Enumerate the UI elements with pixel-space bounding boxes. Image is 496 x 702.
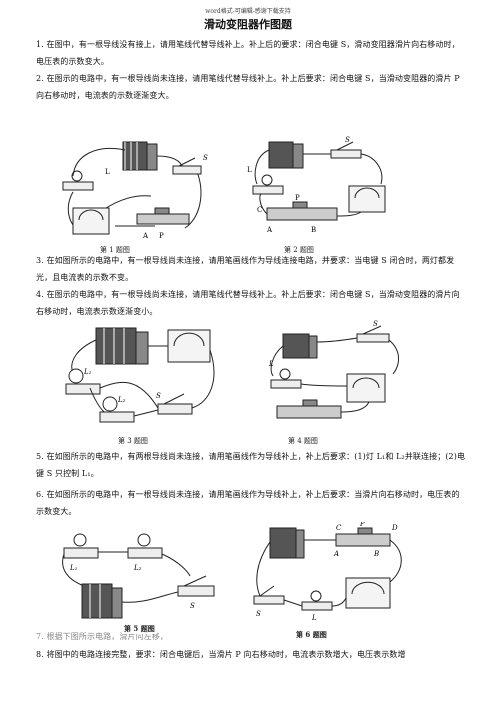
label-S6: S [256,610,261,618]
question-1: 1. 在图中，有一根导线没有接上，请用笔线代替导线补上。补上后的要求：闭合电键 … [36,40,460,66]
label-L: L [105,168,110,176]
figure-5: L₁ L₂ S [60,526,220,626]
question-6: 6. 在如图所示的电路中，有一根导线尚未连接，请用笔画线作为导线补上，补上后要求… [36,490,460,516]
figure-2: L S C P A B [247,136,395,234]
label-A6: A [333,550,339,558]
label-L6: L [311,614,317,622]
label-B6: B [373,550,379,558]
label-L4: L [268,360,274,368]
label-S4: S [373,320,378,328]
caption-6: 第 6 题图 [296,630,327,639]
label-S2: S [345,136,350,144]
figure-1: L S A P [55,136,208,240]
question-7: 7. 根据下图所示电路，滑片向左移， [36,632,168,641]
label-B2: B [311,226,316,234]
caption-1: 第 1 题图 [100,246,130,254]
page-title: 滑动变阻器作图题 [204,18,292,31]
label-P6: P [359,522,365,528]
question-2: 2. 在图示的电路中，有一根导线尚未连接，请用笔线代替导线补上。补上后要求：闭合… [36,74,460,100]
label-L1: L₁ [83,368,92,376]
label-L1-5: L₁ [69,564,78,572]
label-S: S [203,154,208,162]
label-A2: A [266,226,273,234]
label-P: P [159,232,164,240]
label-C2: C [257,206,262,214]
question-5: 5. 在如图所示的电路中，有两根导线尚未连接，请用笔画线作为导线补上，补上后要求… [36,452,466,478]
label-L2-5: L₂ [133,564,142,572]
label-A: A [142,232,149,240]
caption-3: 第 3 题图 [118,437,148,445]
label-L3: L₂ [117,396,126,404]
question-8: 8. 将图中的电路连接完整，要求：闭合电键后，当滑片 P 向右移动时，电流表示数… [36,650,406,659]
label-P2: P [295,194,300,202]
page-header: word格式-可编辑-感谢下载支持 [205,8,291,15]
label-D6: D [391,524,398,532]
label-S5: S [190,602,195,610]
caption-4: 第 4 题图 [288,437,318,445]
question-4: 4. 在图示的电路中，有一根导线尚未连接，请用笔线代替导线补上。补上后要求：闭合… [36,290,460,316]
caption-5: 第 5 题图 [122,624,157,634]
figure-4: L S [268,320,405,432]
question-3: 3. 在如图所示的电路中，有一根导线尚未连接，请用笔画线作为导线连接电路，并要求… [36,256,455,282]
label-L2: L [247,166,252,174]
label-S3: S [156,392,161,400]
figure-3: L₁ L₂ S [60,320,220,432]
caption-2: 第 2 题图 [284,246,314,254]
label-C6: C [336,524,342,532]
figure-6: C P D A B S L [250,522,410,622]
